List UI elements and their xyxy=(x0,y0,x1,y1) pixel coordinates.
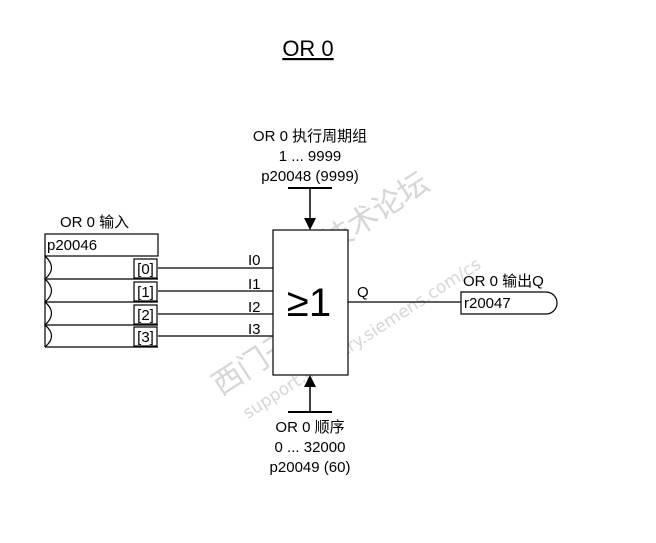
input-name: OR 0 输入 xyxy=(60,214,129,231)
output-param: r20047 xyxy=(464,295,511,312)
exec-group-range: 1 ... 9999 xyxy=(279,148,342,165)
gate-input-i2: I2 xyxy=(248,299,261,316)
order-name: OR 0 顺序 xyxy=(275,419,344,436)
gate-input-i0: I0 xyxy=(248,252,261,269)
exec-group-label: OR 0 执行周期组 1 ... 9999 p20048 (9999) xyxy=(253,128,367,185)
order-param: p20049 (60) xyxy=(270,459,351,476)
exec-group-name: OR 0 执行周期组 xyxy=(253,128,367,145)
exec-group-connector xyxy=(288,187,332,230)
exec-group-param: p20048 (9999) xyxy=(261,168,359,185)
input-index-2: [2] xyxy=(137,307,154,324)
order-range: 0 ... 32000 xyxy=(275,439,346,456)
input-wires xyxy=(158,267,273,337)
input-param: p20046 xyxy=(47,237,97,254)
output-connector: r20047 xyxy=(460,291,558,315)
gate-symbol: ≥1 xyxy=(287,281,331,325)
order-label: OR 0 顺序 0 ... 32000 p20049 (60) xyxy=(270,419,351,476)
gate-output-q: Q xyxy=(357,284,369,301)
order-connector xyxy=(288,375,332,413)
input-connector: p20046 [0] [1] [2] [3] xyxy=(44,233,159,348)
gate-input-i1: I1 xyxy=(248,276,261,293)
input-index-0: [0] xyxy=(137,261,154,278)
page-title: OR 0 xyxy=(282,36,333,61)
output-name: OR 0 输出Q xyxy=(463,273,544,290)
input-index-3: [3] xyxy=(137,329,154,346)
input-index-1: [1] xyxy=(137,284,154,301)
gate-input-i3: I3 xyxy=(248,321,261,338)
or-gate: ≥1 xyxy=(272,229,349,376)
